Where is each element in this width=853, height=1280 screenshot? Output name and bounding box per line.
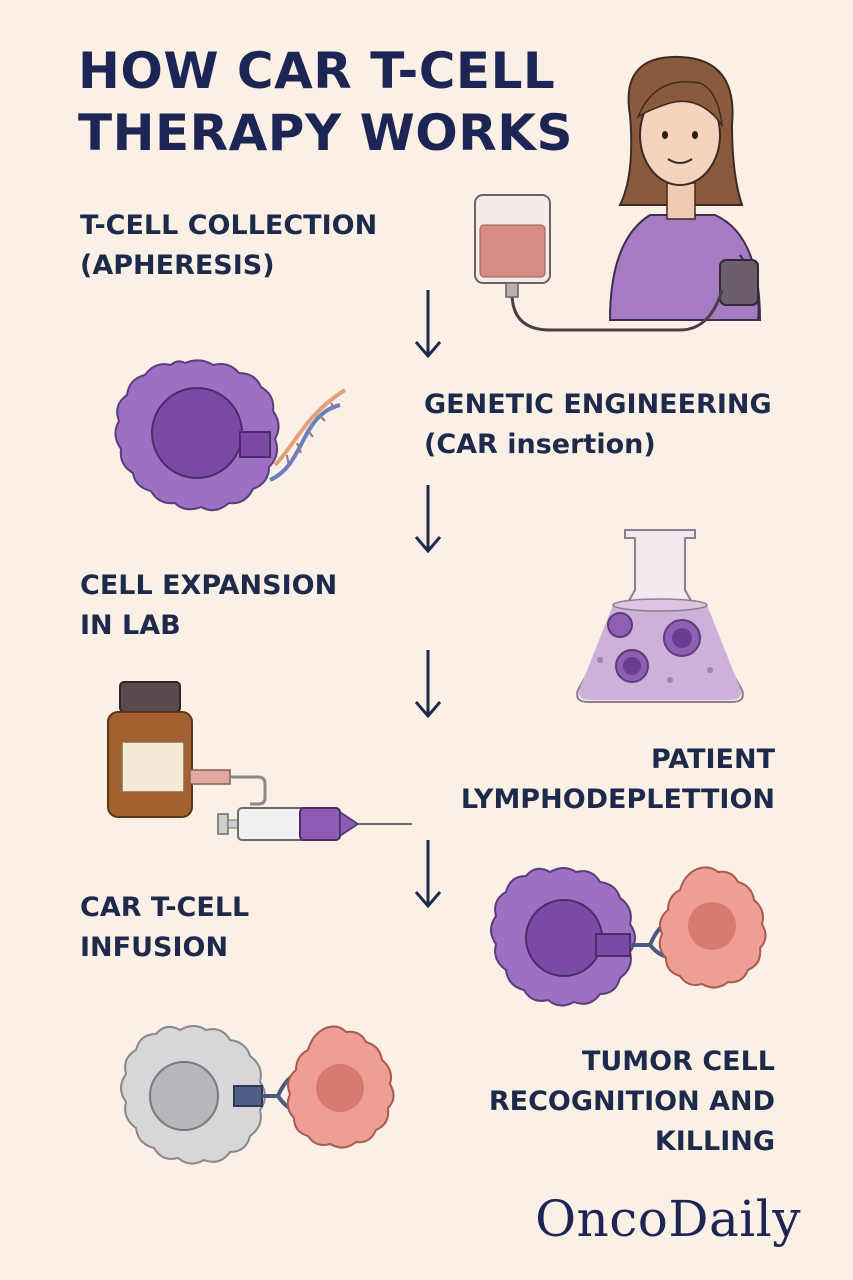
patient-apheresis-illustration xyxy=(474,55,762,332)
step-2-line-1: GENETIC ENGINEERING xyxy=(424,389,772,420)
step-car-t-cell-infusion: CAR T-CELL INFUSION xyxy=(80,888,249,968)
drug-vial-icon xyxy=(107,681,412,841)
step-1-line-1: T-CELL COLLECTION xyxy=(80,210,378,241)
exhausted-cell-binding-tumor-icon xyxy=(120,1025,395,1165)
title-line-2: THERAPY WORKS xyxy=(78,104,573,162)
step-5-line-1: CAR T-CELL xyxy=(80,892,250,923)
page-title: HOW CAR T-CELL THERAPY WORKS xyxy=(78,40,638,164)
step-6-line-1: TUMOR CELL xyxy=(581,1046,775,1077)
step-tumor-cell-killing: TUMOR CELL RECOGNITION AND KILLING xyxy=(489,1042,775,1162)
step-genetic-engineering: GENETIC ENGINEERING (CAR insertion) xyxy=(424,385,772,465)
step-2-line-2: (CAR insertion) xyxy=(424,429,656,460)
down-arrow-icon xyxy=(414,485,442,554)
brand-logo: OncoDaily xyxy=(535,1190,801,1248)
step-t-cell-collection: T-CELL COLLECTION (APHERESIS) xyxy=(80,206,377,286)
step-6-line-2: RECOGNITION AND xyxy=(488,1086,775,1117)
flask-cells-icon xyxy=(576,529,744,703)
step-5-line-2: INFUSION xyxy=(80,932,229,963)
step-cell-expansion: CELL EXPANSION IN LAB xyxy=(80,566,337,646)
down-arrow-icon xyxy=(414,290,442,359)
down-arrow-icon xyxy=(414,840,442,909)
syringe-icon xyxy=(217,807,412,841)
blood-bag-icon xyxy=(474,194,551,298)
step-1-line-2: (APHERESIS) xyxy=(80,250,275,281)
step-6-line-3: KILLING xyxy=(654,1126,775,1157)
step-3-line-2: IN LAB xyxy=(80,610,181,641)
down-arrow-icon xyxy=(414,650,442,719)
step-3-line-1: CELL EXPANSION xyxy=(80,570,338,601)
step-4-line-1: PATIENT xyxy=(650,744,775,775)
step-4-line-2: LYMPHODEPLETTION xyxy=(460,784,775,815)
car-t-cell-binding-tumor-icon xyxy=(490,866,767,1007)
title-line-1: HOW CAR T-CELL xyxy=(78,42,556,100)
step-patient-lymphodepletion: PATIENT LYMPHODEPLETTION xyxy=(461,740,775,820)
t-cell-dna-icon xyxy=(114,359,347,512)
